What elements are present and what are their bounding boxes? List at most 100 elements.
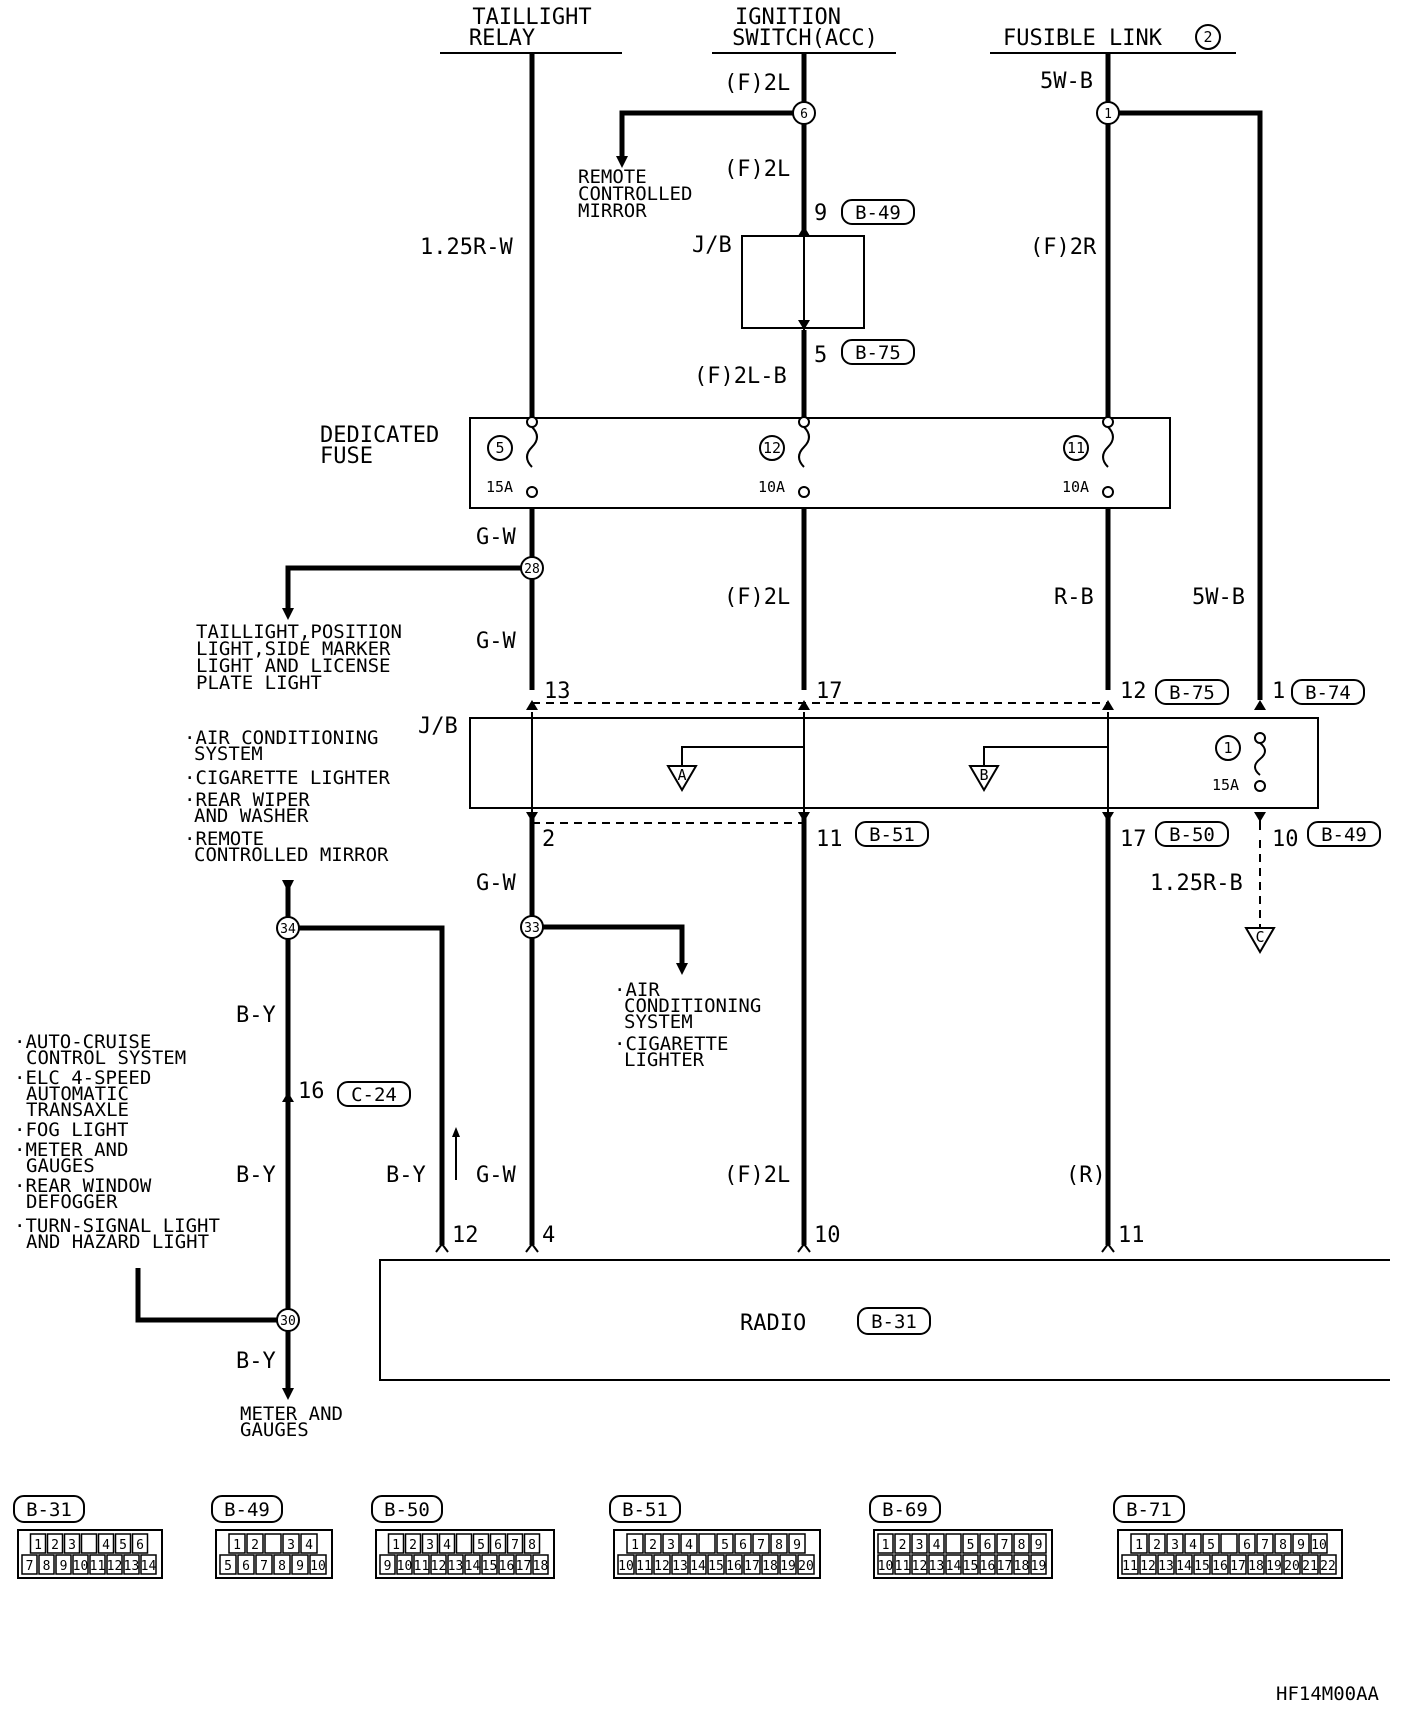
svg-text:SYSTEM: SYSTEM	[194, 743, 263, 765]
svg-text:·METER AND: ·METER AND	[14, 1139, 128, 1161]
dedicated-fuse-box: DEDICATED FUSE	[320, 417, 1171, 509]
taillight-relay-label-2: RELAY	[469, 26, 535, 51]
connector-pin: 11	[636, 1559, 652, 1574]
conn-tag-b49-lower: B-49	[1307, 821, 1381, 847]
wire-label-125rw: 1.25R-W	[420, 235, 513, 260]
fusible-link-header: FUSIBLE LINK 2	[990, 24, 1236, 54]
wire-label-gw-3: G-W	[476, 871, 516, 896]
connector-pin: 5	[721, 1538, 729, 1553]
svg-text:30: 30	[280, 1314, 296, 1329]
connector-pin: 9	[1035, 1538, 1043, 1553]
dedicated-fuse-label-1: DEDICATED	[320, 423, 439, 448]
svg-text:LIGHTER: LIGHTER	[624, 1049, 705, 1071]
connector-pin: 14	[690, 1559, 706, 1574]
wire-label-f2r: (F)2R	[1030, 235, 1097, 260]
svg-text:B-49: B-49	[1321, 824, 1367, 846]
svg-text:·CIGARETTE: ·CIGARETTE	[614, 1033, 728, 1055]
pin-10: 10	[1272, 827, 1299, 852]
pin-2: 2	[542, 827, 555, 852]
connector-pin: 7	[26, 1559, 34, 1574]
svg-text:CONDITIONING: CONDITIONING	[624, 995, 761, 1017]
connector-pin: 17	[1230, 1559, 1246, 1574]
connector-view-label: B-31	[26, 1499, 72, 1521]
svg-text:CONTROLLED MIRROR: CONTROLLED MIRROR	[194, 844, 389, 866]
svg-text:·ELC 4-SPEED: ·ELC 4-SPEED	[14, 1067, 151, 1089]
jb-lower-label: J/B	[418, 714, 458, 739]
connector-pin: 6	[984, 1538, 992, 1553]
connector-pin: 6	[1243, 1538, 1251, 1553]
radio-pin-4: 4	[542, 1223, 555, 1248]
connector-pin: 9	[1297, 1538, 1305, 1553]
connector-pin: 9	[60, 1559, 68, 1574]
connector-pin: 15	[1194, 1559, 1210, 1574]
wire-label-f2l-low: (F)2L	[724, 585, 790, 610]
pin-17-lower: 17	[1120, 827, 1147, 852]
connector-pin: 19	[780, 1559, 796, 1574]
fuse-12: 12 10A	[758, 416, 810, 498]
svg-text:·AIR CONDITIONING: ·AIR CONDITIONING	[184, 727, 378, 749]
wire-by-line	[135, 880, 460, 1400]
wire-label-f2l-bot: (F)2L	[724, 1163, 790, 1188]
svg-text:REMOTE: REMOTE	[578, 166, 647, 188]
svg-text:B-51: B-51	[869, 824, 915, 846]
connector-pin: 7	[260, 1559, 268, 1574]
dest-remote-mirror: REMOTE CONTROLLED MIRROR	[578, 166, 692, 222]
svg-text:·CIGARETTE LIGHTER: ·CIGARETTE LIGHTER	[184, 767, 390, 789]
splice-6: 6	[792, 101, 816, 125]
svg-text:·TURN-SIGNAL LIGHT: ·TURN-SIGNAL LIGHT	[14, 1215, 220, 1237]
connector-pin: 7	[1261, 1538, 1269, 1553]
connector-pin: 14	[1176, 1559, 1192, 1574]
connector-view-label: B-50	[384, 1499, 430, 1521]
ignition-switch-label-1: IGNITION	[735, 5, 841, 30]
dedicated-fuse-label-2: FUSE	[320, 444, 373, 469]
svg-text:B-75: B-75	[855, 342, 901, 364]
dest-ac-list: ·AIR CONDITIONING SYSTEM ·CIGARETTE LIGH…	[614, 979, 761, 1071]
wire-label-f2lb: (F)2L-B	[694, 364, 787, 389]
svg-text:CONTROL SYSTEM: CONTROL SYSTEM	[26, 1047, 186, 1069]
wire-label-5wb-top: 5W-B	[1040, 69, 1093, 94]
connector-pin: 12	[912, 1559, 928, 1574]
svg-text:AND WASHER: AND WASHER	[194, 805, 309, 827]
splice-1: 1	[1096, 101, 1120, 125]
connector-pin: 5	[224, 1559, 232, 1574]
svg-text:6: 6	[800, 107, 808, 122]
connector-pin: 21	[1302, 1559, 1318, 1574]
wire-label-gw-2: G-W	[476, 629, 516, 654]
svg-text:MIRROR: MIRROR	[578, 200, 647, 222]
dest-left-list: ·AUTO-CRUISE CONTROL SYSTEM ·ELC 4-SPEED…	[14, 1031, 220, 1253]
fusible-link-label: FUSIBLE LINK	[1003, 26, 1163, 51]
connector-pin: 4	[685, 1538, 693, 1553]
connector-pin: 3	[68, 1538, 76, 1553]
wire-ignition-line	[616, 54, 807, 1245]
svg-text:GAUGES: GAUGES	[240, 1419, 309, 1441]
fuse-11-amp: 10A	[1062, 478, 1089, 496]
splice-34: 34	[276, 916, 300, 940]
svg-text:·REMOTE: ·REMOTE	[184, 828, 264, 850]
wire-taillight-line	[282, 54, 688, 1245]
connector-pin: 20	[798, 1559, 814, 1574]
ignition-switch-header: IGNITION SWITCH(ACC)	[712, 5, 896, 54]
connector-pin: 14	[465, 1559, 481, 1574]
svg-text:·AIR: ·AIR	[614, 979, 660, 1001]
conn-tag-b75-lower: B-75	[1155, 679, 1229, 705]
connector-pin: 18	[1248, 1559, 1264, 1574]
pin-1: 1	[1272, 679, 1285, 704]
svg-text:B-74: B-74	[1305, 682, 1351, 704]
fuse-12-num: 12	[763, 439, 781, 457]
connector-pin: 6	[739, 1538, 747, 1553]
dest-meter: METER AND GAUGES	[240, 1403, 343, 1441]
wire-label-125rb: 1.25R-B	[1150, 871, 1243, 896]
conn-tag-c24: C-24	[337, 1081, 411, 1107]
ref-a: A	[677, 766, 686, 784]
svg-text:33: 33	[524, 921, 540, 936]
svg-text:AND HAZARD LIGHT: AND HAZARD LIGHT	[26, 1231, 209, 1253]
conn-tag-b75-upper: B-75	[841, 339, 915, 365]
connector-pin: 12	[654, 1559, 670, 1574]
connector-pin: 3	[667, 1538, 675, 1553]
connector-pin: 17	[744, 1559, 760, 1574]
connector-pin: 15	[482, 1559, 498, 1574]
connector-pin: 5	[119, 1538, 127, 1553]
connector-pin: 12	[431, 1559, 447, 1574]
